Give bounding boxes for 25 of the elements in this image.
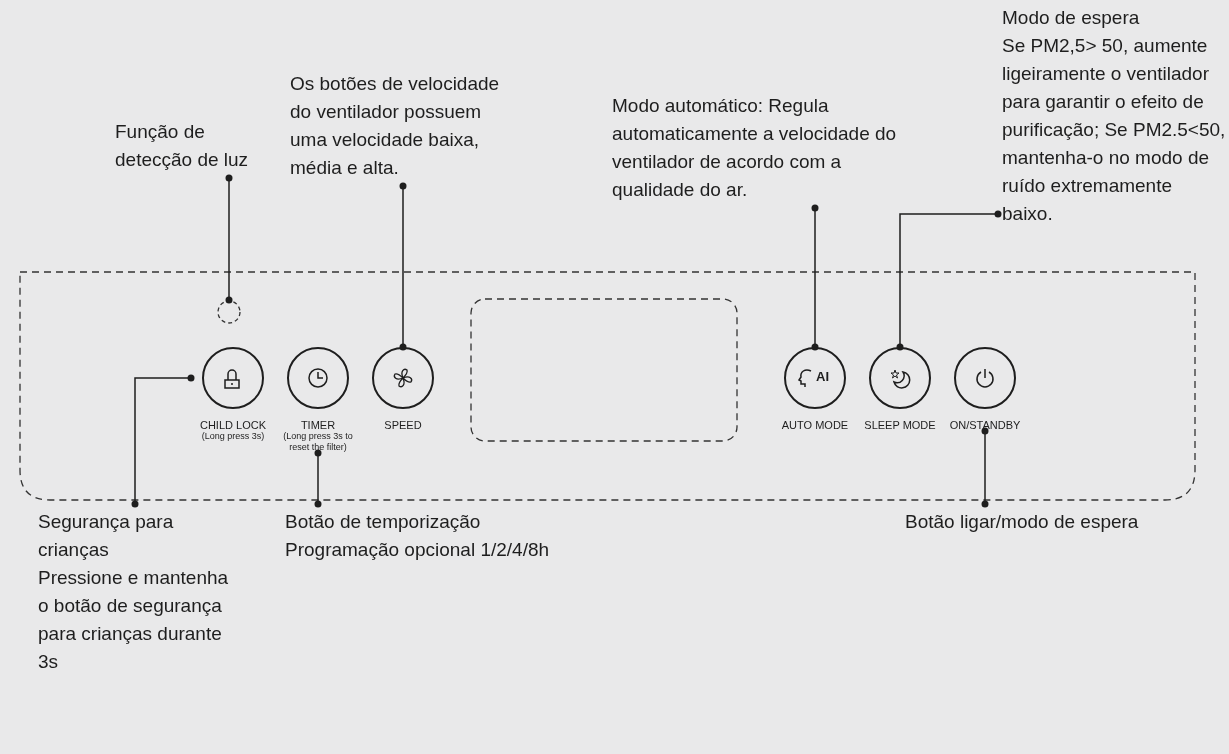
callout-text: Segurança para crianças — [38, 510, 175, 562]
button-label: SLEEP MODE — [863, 419, 937, 431]
callout-text: Os botões de velocidade do ventilador possuem uma velocidade baixa, média e alta. — [290, 72, 501, 180]
leader-line — [225, 174, 233, 304]
light-sensor — [217, 300, 241, 324]
callout-note: Pressione e mantenha o botão de segurança para crianças durante 3s — [38, 566, 230, 674]
callout-note: Programação opcional 1/2/4/8h — [285, 538, 551, 562]
button-hint: (Long press 3s) — [200, 431, 266, 442]
callout-text: Modo automático: Regula automaticamente a velocidade do ventilador de acordo com a qualidade do ar. — [612, 94, 898, 202]
callout-text: Botão ligar/modo de espera — [905, 510, 1140, 534]
callout-note: Se PM2,5> 50, aumente ligeiramente o ventilador para garantir o efeito de purificação; Se PM2.5<50, mantenha-o no modo de ruído extremamente baixo. — [1002, 34, 1227, 226]
button-label: AUTO MODE — [780, 419, 850, 431]
leader-line — [131, 374, 195, 508]
callout-text: Modo de espera — [1002, 6, 1141, 30]
callout-text: Função de detecção de luz — [115, 120, 250, 172]
display-window — [470, 298, 738, 442]
icon-text: AI — [816, 369, 829, 384]
button-hint: (Long press 3s to reset the filter) — [282, 431, 354, 453]
button-label: CHILD LOCK — [199, 419, 267, 431]
button-label: SPEED — [383, 419, 423, 431]
callout-text: Botão de temporização — [285, 510, 482, 534]
button-label: ON/STANDBY — [948, 419, 1022, 431]
leader-line — [314, 449, 322, 508]
button-label: TIMER — [299, 419, 337, 431]
leader-line — [981, 427, 989, 508]
